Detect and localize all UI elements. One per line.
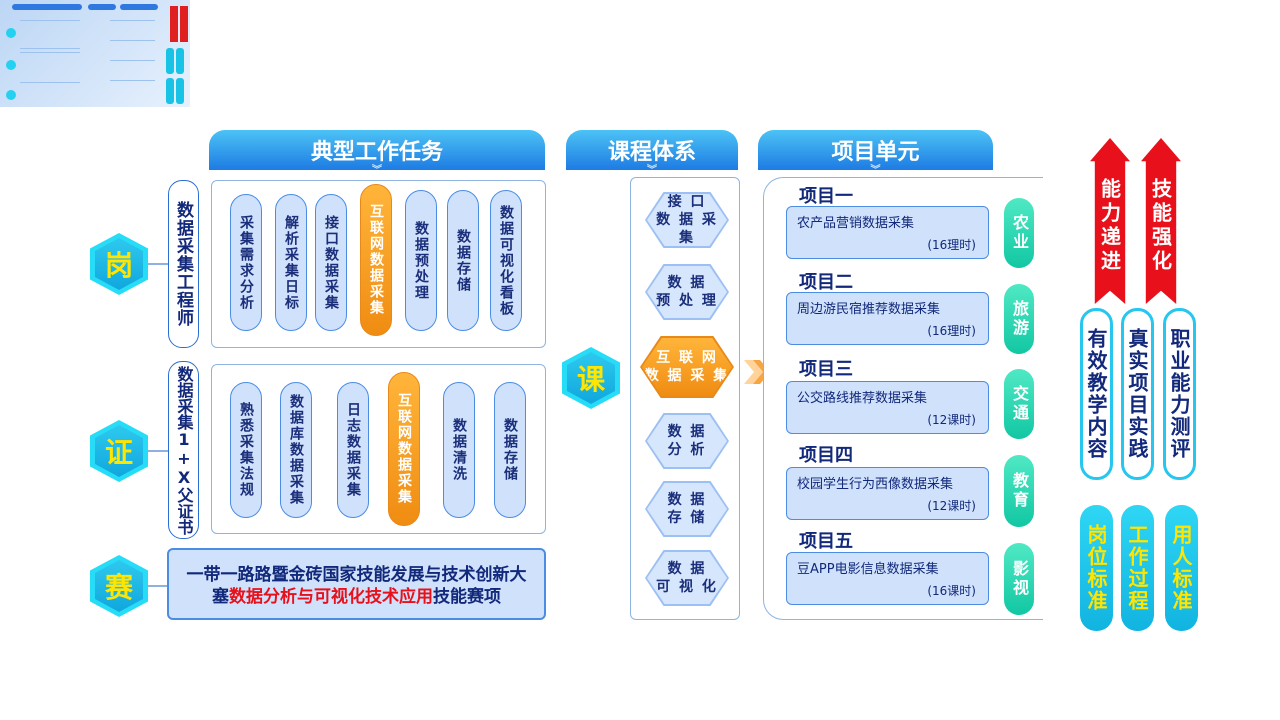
gang-task-1: 解析采集日标 [275,194,307,331]
project-2-name: 周边游民宿推荐数据采集 [797,302,941,317]
project-3-field: 交通 [1004,369,1034,439]
ability-progression-arrow: 能力递进 [1090,138,1130,304]
connector [148,450,168,452]
course-node-1: 数 据 预 处 理 [645,264,729,320]
project-5-title: 项目五 [799,531,853,552]
course-node-4: 数 据 存 储 [645,481,729,537]
project-4-name: 校园学生行为西像数据采集 [797,477,954,492]
ke-badge: 课 [562,347,620,409]
gang-badge: 岗 [90,233,148,295]
competition-box: 一带一路路暨金砖国家技能发展与技术创新大 塞数据分析与可视化技术应用技能赛项 [167,548,546,620]
zheng-task-5: 数据存储 [494,382,526,518]
course-node-3-label: 数 据 分 析 [647,415,727,467]
competition-line1: 一带一路路暨金砖国家技能发展与技术创新大 [186,565,527,585]
course-panel [630,177,740,620]
tab-typical-tasks-label: 典型工作任务 [310,140,443,165]
competition-highlight: 数据分析与可视化技术应用 [229,587,433,607]
project-4-card: 校园学生行为西像数据采集 (12课时) [786,467,989,520]
course-node-5-label: 数 据 可 视 化 [647,552,727,604]
zheng-task-1: 数据库数据采集 [280,382,312,518]
project-5-name: 豆APP电影信息数据采集 [797,562,939,577]
gang-label: 数据采集工程师 [168,180,199,348]
competition-line2: 塞数据分析与可视化技术应用技能赛项 [169,586,544,608]
course-node-2-label: 互 联 网 数 据 采 集 [642,338,732,396]
capsule-teaching-content: 有效教学内容 [1080,308,1113,480]
competition-line2-prefix: 塞 [212,587,229,607]
project-5-hours: (16课时) [927,584,976,598]
standard-employment: 用人标准 [1165,505,1198,631]
tab-course-system-label: 课程体系 [607,140,696,165]
project-3-card: 公交路线推荐数据采集 (12课时) [786,381,989,434]
zheng-task-0: 熟悉采集法规 [230,382,262,518]
slide-thumbnail[interactable] [0,0,190,107]
project-1-hours: (16理时) [927,238,976,252]
project-1-title: 项目一 [799,186,853,207]
project-4-hours: (12课时) [927,499,976,513]
skill-strengthening-arrow: 技能强化 [1141,138,1181,304]
gang-task-0: 采集需求分析 [230,194,262,331]
project-2-title: 项目二 [799,272,853,293]
project-3-name: 公交路线推荐数据采集 [797,391,928,406]
tab-project-units: 项目单元 ︾ [758,130,993,176]
gang-task-4: 数据预处理 [405,190,437,331]
sai-badge: 赛 [90,555,148,617]
tab-typical-tasks: 典型工作任务 ︾ [209,130,545,176]
gang-task-5: 数据存储 [447,190,479,331]
course-node-5: 数 据 可 视 化 [645,550,729,606]
project-2-field: 旅游 [1004,284,1034,354]
zheng-badge: 证 [90,420,148,482]
zheng-label: 数据采集1+X父证书 [168,361,199,539]
ke-badge-text: 课 [567,352,615,404]
course-node-4-label: 数 据 存 储 [647,483,727,535]
gang-task-6: 数据可视化看板 [490,190,522,331]
tab-course-system: 课程体系 ︾ [566,130,738,176]
zheng-task-panel [211,364,546,534]
connector [148,263,168,265]
gang-task-3: 互联网数据采集 [360,184,392,336]
chevron-down-icon: ︾ [647,165,657,176]
project-3-hours: (12课时) [927,413,976,427]
standard-work-process: 工作过程 [1121,505,1154,631]
competition-line2-suffix: 技能赛项 [433,587,501,607]
gang-task-2: 接口数据采集 [315,194,347,331]
tab-project-units-label: 项目单元 [831,140,920,165]
project-5-field: 影视 [1004,543,1034,615]
project-1-card: 农产品营销数据采集 (16理时) [786,206,989,259]
project-1-field: 农业 [1004,198,1034,268]
standard-position: 岗位标准 [1080,505,1113,631]
zheng-badge-text: 证 [95,425,143,477]
project-2-hours: (16理时) [927,324,976,338]
project-5-card: 豆APP电影信息数据采集 (16课时) [786,552,989,605]
zheng-task-2: 日志数据采集 [337,382,369,518]
course-node-1-label: 数 据 预 处 理 [647,266,727,318]
zheng-task-3: 互联网数据采集 [388,372,420,526]
chevron-down-icon: ︾ [372,165,382,176]
sai-badge-text: 赛 [95,560,143,612]
course-node-0-label: 接 口 数 据 采 集 [647,194,727,246]
capsule-ability-assessment: 职业能力测评 [1163,308,1196,480]
gang-badge-text: 岗 [95,238,143,290]
project-1-name: 农产品营销数据采集 [797,216,915,231]
project-3-title: 项目三 [799,359,853,380]
course-node-0: 接 口 数 据 采 集 [645,192,729,248]
project-4-field: 教育 [1004,455,1034,527]
project-2-card: 周边游民宿推荐数据采集 (16理时) [786,292,989,345]
course-node-3: 数 据 分 析 [645,413,729,469]
course-node-2: 互 联 网 数 据 采 集 [640,336,734,398]
chevron-down-icon: ︾ [870,165,881,176]
zheng-task-4: 数据清洗 [443,382,475,518]
capsule-project-practice: 真实项目实践 [1121,308,1154,480]
connector [148,585,168,587]
project-4-title: 项目四 [799,445,853,466]
